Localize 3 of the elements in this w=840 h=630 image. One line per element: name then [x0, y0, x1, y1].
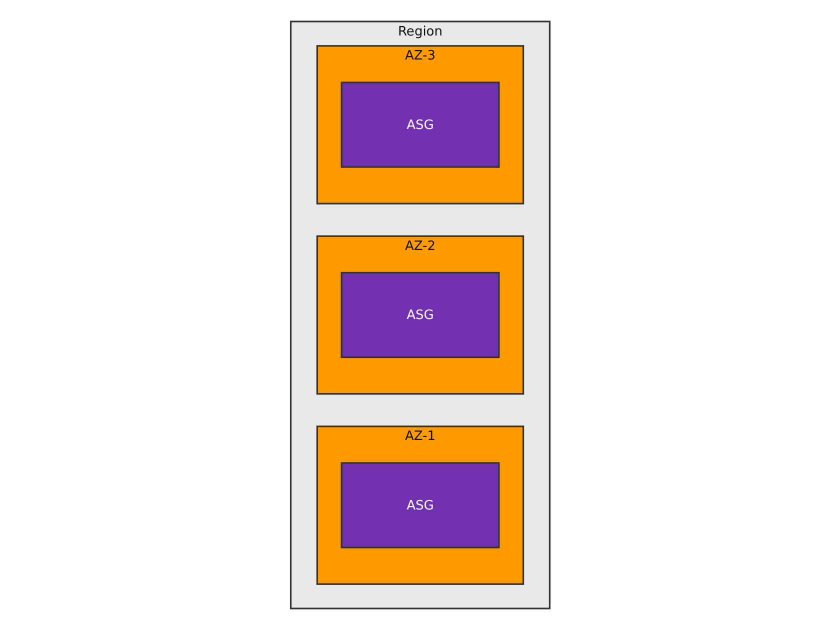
node-box: ASG — [340, 272, 500, 358]
node-box: ASG — [340, 462, 500, 548]
node-box: ASG — [340, 82, 500, 168]
